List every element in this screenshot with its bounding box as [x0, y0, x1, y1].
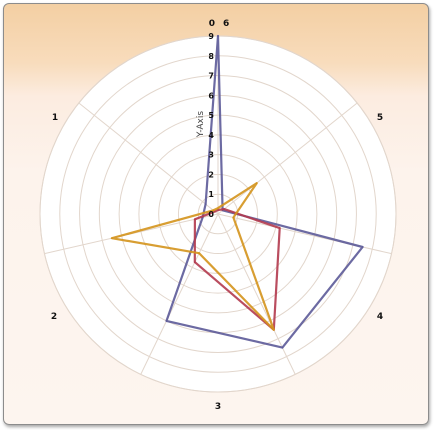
category-label: 4	[377, 312, 383, 322]
series-point	[212, 209, 215, 212]
series-point	[198, 252, 200, 255]
series-polygon	[110, 182, 275, 331]
radial-tick-label: 2	[208, 170, 214, 179]
y-axis-title: Y-Axis	[196, 111, 206, 138]
radial-tick-label: 6	[208, 91, 214, 100]
series-point	[223, 208, 225, 210]
category-label: 6	[223, 19, 229, 29]
series-polygon	[193, 208, 281, 331]
series-point	[204, 203, 207, 205]
radial-tick-label: 8	[208, 52, 214, 61]
series-point	[272, 329, 275, 331]
series-point	[217, 35, 219, 37]
series-point	[281, 346, 284, 349]
radar-series	[110, 34, 364, 349]
series-point	[194, 261, 196, 263]
series-point	[232, 216, 235, 219]
category-label: 3	[215, 402, 221, 412]
series-point	[194, 218, 196, 221]
radial-tick-label: 5	[208, 111, 214, 120]
series-point	[214, 210, 216, 213]
series-point	[111, 237, 113, 240]
series-point	[361, 246, 364, 248]
category-label: 0	[209, 19, 215, 29]
spoke	[140, 213, 219, 375]
radial-tick-label: 1	[208, 190, 214, 199]
radial-tick-label: 7	[208, 72, 214, 81]
radial-tick-label: 9	[208, 32, 214, 41]
series-point	[165, 320, 168, 322]
radial-tick-label: 3	[208, 151, 214, 160]
series-point	[278, 227, 281, 229]
series-point	[255, 182, 258, 184]
spoke	[78, 102, 219, 215]
category-label: 5	[377, 113, 383, 123]
radial-tick-label: 0	[208, 210, 214, 219]
category-label: 2	[51, 312, 57, 322]
series-point	[217, 209, 219, 211]
spoke	[217, 102, 358, 215]
radar-labels: 0 1 2 3 4 5 6 7 8 9Y-Axis 0 1 2 3 4 5 6	[51, 19, 383, 412]
category-label: 1	[52, 113, 58, 123]
radial-tick-label: 4	[208, 131, 214, 140]
series-point	[217, 207, 219, 209]
